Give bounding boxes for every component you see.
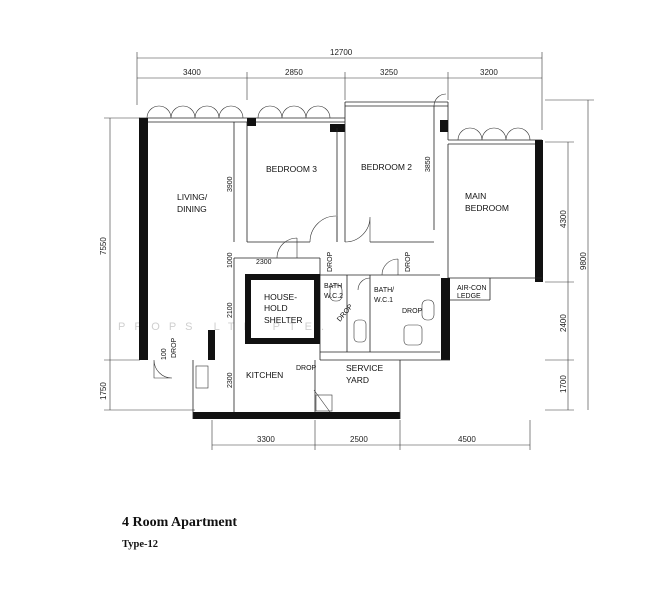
dim-right-3: 1700 — [559, 375, 568, 393]
room-shelter-line1: HOUSE- — [264, 292, 297, 302]
room-bath2-line2: W.C.2 — [324, 293, 343, 300]
dim-bottom-2: 2500 — [350, 435, 368, 444]
outer-walls — [139, 93, 543, 419]
room-shelter-line3: SHELTER — [264, 315, 303, 325]
dim-top-4: 3200 — [480, 68, 498, 77]
room-labels: LIVING/ DINING BEDROOM 3 BEDROOM 2 MAIN … — [177, 162, 509, 385]
room-living-line1: LIVING/ — [177, 192, 208, 202]
right-dimensions: 4300 2400 1700 9800 — [545, 99, 594, 411]
room-aircon-line1: AIR-CON — [457, 285, 487, 292]
dim-2100: 2100 — [227, 302, 234, 318]
drop-label-2: DROP — [405, 251, 412, 272]
drop-label-4: DROP — [402, 308, 423, 315]
dim-2300-vertical: 2300 — [227, 372, 234, 388]
room-living-line2: DINING — [177, 204, 207, 214]
room-bath2-line1: BATH — [324, 283, 342, 290]
dim-top-overall: 12700 — [330, 48, 353, 57]
watermark-text: PROPS LTD PTE. — [118, 321, 333, 333]
plan-title: 4 Room Apartment — [122, 515, 238, 530]
interior-walls — [153, 106, 449, 413]
bottom-dimensions: 3300 2500 4500 — [211, 420, 531, 450]
dim-right-overall: 9800 — [579, 252, 588, 270]
top-dimensions: 12700 3400 2850 3250 3200 — [136, 48, 543, 130]
room-yard-line2: YARD — [346, 375, 369, 385]
dim-right-2: 2400 — [559, 314, 568, 332]
drop-label-5: DROP — [171, 337, 178, 358]
room-master-line2: BEDROOM — [465, 203, 509, 213]
dim-bottom-1: 3300 — [257, 435, 275, 444]
room-master-line1: MAIN — [465, 191, 486, 201]
dim-3900: 3900 — [227, 176, 234, 192]
room-bedroom3: BEDROOM 3 — [266, 164, 317, 174]
room-shelter-line2: HOLD — [264, 303, 288, 313]
dim-top-3: 3250 — [380, 68, 398, 77]
dim-bottom-3: 4500 — [458, 435, 476, 444]
drop-label-6: DROP — [296, 365, 317, 372]
room-bedroom2: BEDROOM 2 — [361, 162, 412, 172]
dim-100: 100 — [161, 348, 168, 360]
room-bath1-line1: BATH/ — [374, 287, 394, 294]
left-dimensions: 7550 1750 — [99, 117, 195, 411]
room-bath1-line2: W.C.1 — [374, 297, 393, 304]
dim-3850: 3850 — [425, 156, 432, 172]
inner-dimensions: 3900 3850 1000 2100 2300 2300 100 — [161, 156, 432, 388]
dim-1000: 1000 — [227, 252, 234, 268]
dim-right-1: 4300 — [559, 210, 568, 228]
room-kitchen: KITCHEN — [246, 370, 283, 380]
dim-2300-horizontal: 2300 — [256, 259, 272, 266]
room-yard-line1: SERVICE — [346, 363, 383, 373]
dim-top-1: 3400 — [183, 68, 201, 77]
plan-subtitle: Type-12 — [122, 539, 158, 550]
dim-top-2: 2850 — [285, 68, 303, 77]
drop-label-3: DROP — [336, 303, 355, 323]
dim-left-2: 1750 — [99, 382, 108, 400]
dim-left-1: 7550 — [99, 237, 108, 255]
drop-label-1: DROP — [327, 251, 334, 272]
room-aircon-line2: LEDGE — [457, 293, 481, 300]
